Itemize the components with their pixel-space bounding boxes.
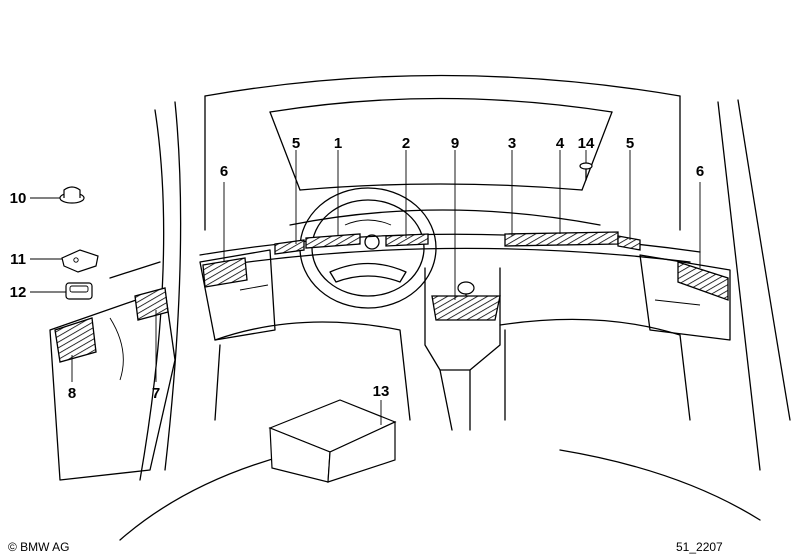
callout-6-right: 6 bbox=[696, 163, 704, 180]
callout-1: 1 bbox=[334, 135, 342, 152]
part-13-box bbox=[268, 399, 397, 483]
leader-lines bbox=[30, 150, 701, 425]
part-10-clip bbox=[59, 186, 85, 204]
part-14-screw bbox=[579, 162, 593, 181]
trim-2 bbox=[385, 233, 429, 247]
part-11-bracket bbox=[61, 249, 99, 273]
callout-11: 11 bbox=[10, 251, 26, 268]
trim-6-right bbox=[677, 261, 729, 301]
callout-labels: 1 2 3 4 5 5 6 6 7 8 9 10 11 12 13 14 bbox=[10, 135, 705, 402]
trim-8 bbox=[54, 317, 97, 363]
callout-6-left: 6 bbox=[220, 163, 228, 180]
callout-7: 7 bbox=[152, 385, 160, 402]
callout-2: 2 bbox=[402, 135, 410, 152]
trim-6-left bbox=[202, 257, 248, 288]
callout-5-right: 5 bbox=[626, 135, 634, 152]
callout-4: 4 bbox=[556, 135, 565, 152]
trim-7 bbox=[134, 287, 169, 321]
dashboard-clock bbox=[364, 234, 380, 250]
part-12-grommet bbox=[65, 282, 93, 300]
callout-3: 3 bbox=[508, 135, 516, 152]
callout-14: 14 bbox=[578, 135, 595, 152]
trim-4 bbox=[504, 231, 619, 247]
callout-8: 8 bbox=[68, 385, 76, 402]
wood-trim-parts bbox=[54, 231, 729, 363]
callout-10: 10 bbox=[10, 190, 27, 207]
callout-5-left: 5 bbox=[292, 135, 300, 152]
callout-12: 12 bbox=[10, 284, 27, 301]
trim-9-console bbox=[431, 295, 501, 321]
trim-1 bbox=[305, 233, 361, 249]
trim-5-right bbox=[617, 235, 641, 251]
callout-9: 9 bbox=[451, 135, 459, 152]
diagram-id-label: 51_2207 bbox=[676, 540, 723, 554]
trim-5-left bbox=[274, 239, 305, 255]
copyright-label: © BMW AG bbox=[8, 540, 70, 554]
callout-13: 13 bbox=[373, 383, 390, 400]
